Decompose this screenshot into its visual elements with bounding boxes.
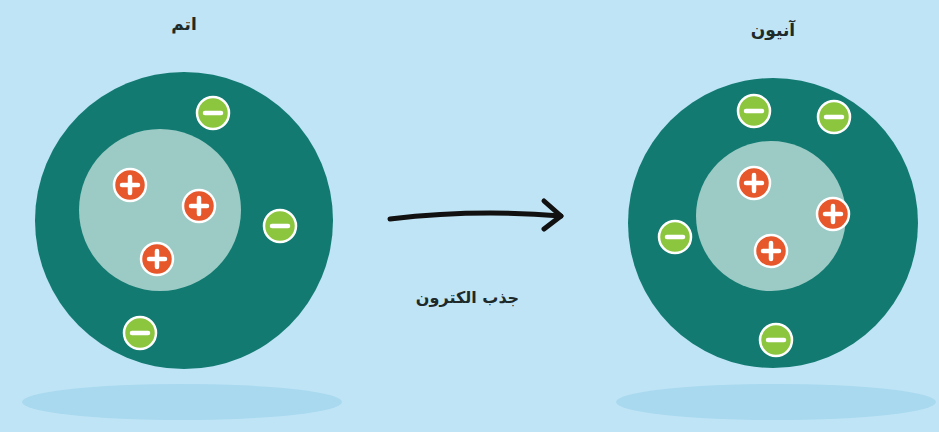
proton bbox=[141, 243, 173, 275]
nucleus bbox=[696, 141, 846, 291]
proton bbox=[114, 169, 146, 201]
reaction-arrow bbox=[390, 201, 561, 229]
electron-shell bbox=[628, 78, 918, 368]
floor-shadow bbox=[616, 384, 936, 420]
proton bbox=[183, 190, 215, 222]
electron bbox=[264, 210, 296, 242]
edge-label: جذب الکترون bbox=[416, 288, 519, 307]
atom-circle: آنیون bbox=[628, 78, 918, 368]
arrow-head bbox=[544, 201, 561, 229]
electron bbox=[197, 97, 229, 129]
proton bbox=[738, 167, 770, 199]
floor-shadow bbox=[22, 384, 342, 420]
circle-outline bbox=[35, 72, 333, 369]
circle-heading: اتم bbox=[15, 14, 353, 34]
electron bbox=[760, 324, 792, 356]
nucleus bbox=[79, 129, 241, 291]
electron-shell bbox=[35, 72, 333, 369]
atom-circle: اتم bbox=[35, 72, 333, 369]
electron bbox=[659, 221, 691, 253]
proton bbox=[817, 198, 849, 230]
electron bbox=[738, 95, 770, 127]
proton bbox=[755, 235, 787, 267]
arrow-shaft bbox=[390, 213, 561, 219]
circle-heading: آنیون bbox=[608, 20, 938, 40]
electron bbox=[818, 101, 850, 133]
circle-outline bbox=[628, 78, 918, 368]
electron bbox=[124, 317, 156, 349]
